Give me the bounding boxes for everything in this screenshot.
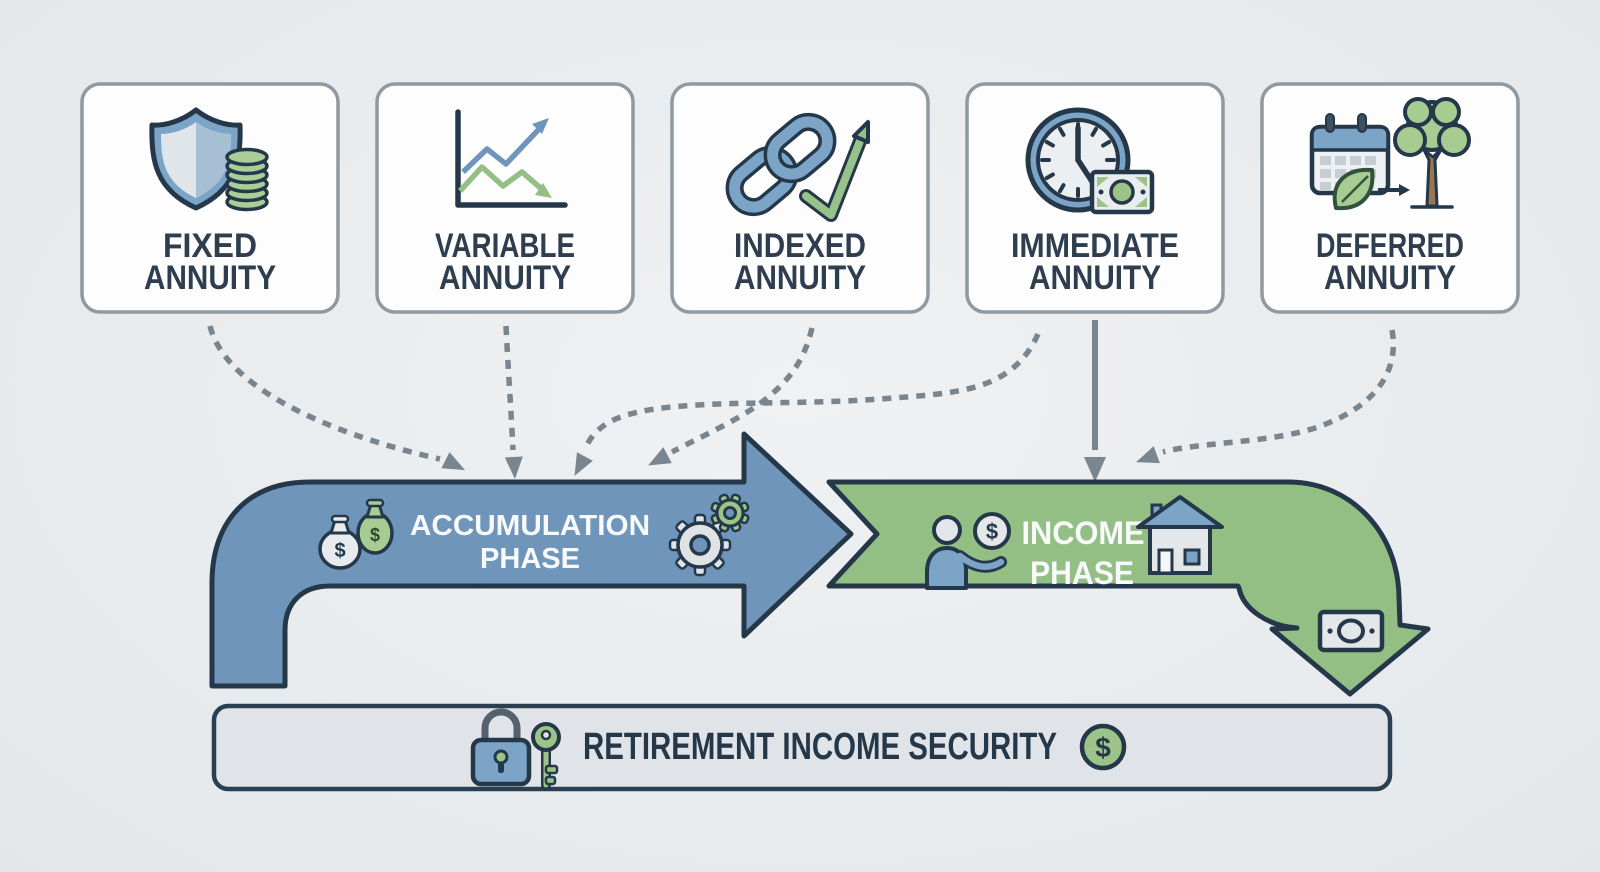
svg-text:$: $ [986, 519, 998, 544]
annuity-card-variable: VARIABLE ANNUITY [375, 82, 635, 314]
arrowhead-fixed [441, 452, 466, 471]
card-label-deferred-line2: ANNUITY [1324, 259, 1456, 297]
card-label-variable-line2: ANNUITY [439, 259, 571, 297]
dollar-coin-icon: $ [1079, 723, 1127, 771]
annuity-card-fixed: FIXED ANNUITY [80, 82, 340, 314]
clock-banknote-icon [1025, 107, 1155, 215]
chain-link-trend-icon [725, 112, 870, 222]
connector-fixed [207, 325, 441, 462]
svg-text:$: $ [370, 525, 380, 545]
card-label-fixed-line1: FIXED [163, 227, 257, 265]
key-icon [531, 722, 561, 790]
calendar-leaf-tree-icon [1309, 97, 1471, 211]
arrowhead-indexed [648, 447, 672, 466]
person-coin-icon: $ [925, 512, 1011, 590]
card-label-variable-line1: VARIABLE [435, 227, 575, 265]
house-icon [1136, 495, 1224, 575]
connector-immediate-curve [582, 332, 1041, 451]
connectors [207, 320, 1396, 482]
accumulation-phase-arrow: $ $ ACCUMULATION PHASE [209, 431, 854, 689]
card-label-indexed-line2: ANNUITY [734, 259, 866, 297]
card-label-immediate-line2: ANNUITY [1029, 259, 1161, 297]
gears-icon [668, 493, 750, 577]
connector-indexed [670, 327, 815, 455]
svg-text:$: $ [334, 540, 345, 562]
footer-label: RETIREMENT INCOME SECURITY [583, 726, 1057, 768]
footer-bar: RETIREMENT INCOME SECURITY $ [211, 703, 1393, 792]
annuity-card-indexed: INDEXED ANNUITY [670, 82, 930, 314]
arrowhead-deferred [1136, 446, 1160, 464]
shield-coins-icon [149, 107, 269, 212]
banknote-icon [1317, 609, 1385, 653]
accumulation-arrow-shape [209, 431, 854, 689]
accumulation-label-line1: ACCUMULATION [410, 510, 650, 542]
annuity-card-immediate: IMMEDIATE ANNUITY [965, 82, 1225, 314]
card-box-variable [375, 82, 635, 314]
arrowhead-immediate-straight [1084, 457, 1106, 482]
svg-text:$: $ [1095, 732, 1111, 763]
arrowhead-variable [504, 456, 523, 479]
card-label-fixed-line2: ANNUITY [144, 259, 276, 297]
arrowhead-immediate-curve [574, 452, 593, 476]
padlock-icon [470, 708, 532, 787]
money-bags-icon: $ $ [318, 498, 394, 570]
card-label-indexed-line1: INDEXED [734, 227, 866, 265]
accumulation-label-line2: PHASE [480, 543, 580, 575]
annuity-type-cards: FIXED ANNUITY VARIABLE ANNUITY [80, 82, 1520, 314]
card-label-deferred-line1: DEFERRED [1316, 227, 1464, 265]
income-label-line2: PHASE [1030, 555, 1134, 591]
connector-deferred [1162, 329, 1396, 455]
connector-variable [503, 325, 516, 451]
card-label-immediate-line1: IMMEDIATE [1011, 227, 1179, 265]
income-label-line1: INCOME [1022, 515, 1145, 551]
annuity-card-deferred: DEFERRED ANNUITY [1260, 82, 1520, 314]
income-phase-arrow: $ INCOME PHASE [826, 479, 1431, 697]
growth-chart-icon [455, 109, 568, 208]
